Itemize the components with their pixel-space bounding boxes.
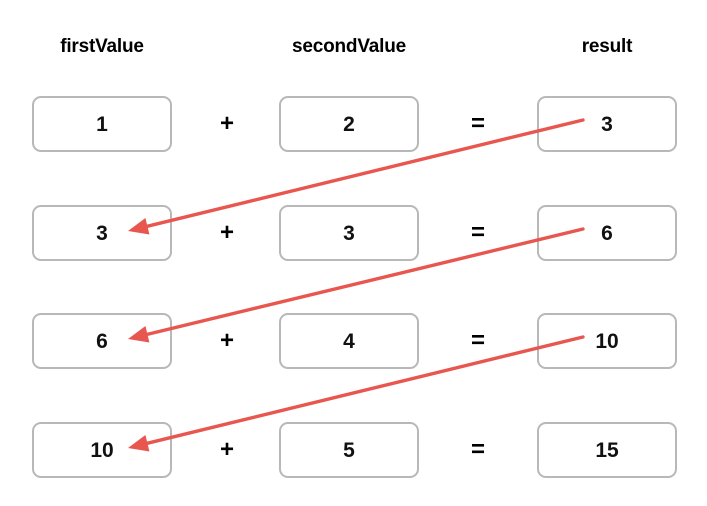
column-header-result: result [581,36,633,57]
plus-operator-row-4: + [219,436,234,463]
result-value-box-row-3[interactable]: 10 [537,313,677,369]
plus-operator-row-3: + [219,327,234,354]
equals-operator-row-4: = [470,436,485,463]
first-value-text-row-1: 1 [96,112,108,136]
second-value-box-row-2[interactable]: 3 [279,205,419,261]
first-value-box-row-3[interactable]: 6 [32,313,172,369]
second-value-text-row-2: 3 [343,221,355,245]
second-value-box-row-4[interactable]: 5 [279,422,419,478]
first-value-text-row-3: 6 [96,329,108,353]
first-value-box-row-1[interactable]: 1 [32,96,172,152]
result-value-box-row-1[interactable]: 3 [537,96,677,152]
second-value-box-row-1[interactable]: 2 [279,96,419,152]
result-value-text-row-2: 6 [601,221,613,245]
equals-operator-row-3: = [470,327,485,354]
second-value-text-row-3: 4 [343,329,355,353]
column-header-first-value: firstValue [60,36,144,57]
first-value-box-row-4[interactable]: 10 [32,422,172,478]
first-value-text-row-2: 3 [96,221,108,245]
result-value-text-row-1: 3 [601,112,613,136]
result-value-text-row-3: 10 [595,329,619,353]
first-value-text-row-4: 10 [90,438,114,462]
first-value-box-row-2[interactable]: 3 [32,205,172,261]
result-value-box-row-4[interactable]: 15 [537,422,677,478]
plus-operator-row-2: + [219,219,234,246]
equals-operator-row-1: = [470,110,485,137]
plus-operator-row-1: + [219,110,234,137]
equals-operator-row-2: = [470,219,485,246]
column-header-second-value: secondValue [292,36,406,57]
second-value-text-row-4: 5 [343,438,355,462]
second-value-box-row-3[interactable]: 4 [279,313,419,369]
result-value-box-row-2[interactable]: 6 [537,205,677,261]
second-value-text-row-1: 2 [343,112,355,136]
result-value-text-row-4: 15 [595,438,619,462]
